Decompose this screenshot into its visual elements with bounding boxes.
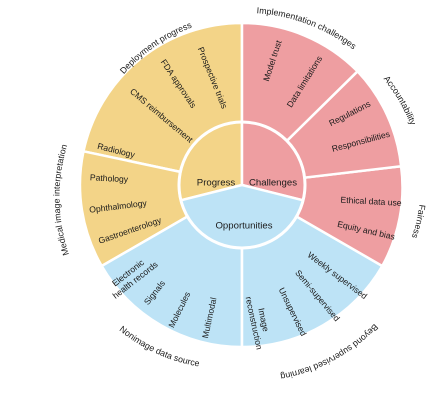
label-pathology: Pathology bbox=[90, 172, 129, 184]
outer-label-medical-image-interpretation: Medical image interpretation bbox=[51, 143, 70, 257]
core-label-progress: Progress bbox=[197, 178, 236, 189]
core-label-challenges: Challenges bbox=[249, 178, 297, 189]
core-label-opportunities: Opportunities bbox=[215, 221, 272, 232]
label-ethical-data-use: Ethical data use bbox=[340, 195, 402, 208]
label-image-reconstruction-line1: Image bbox=[256, 307, 271, 333]
outer-label-fairness: Fairness bbox=[410, 204, 428, 240]
core-ring bbox=[177, 120, 307, 250]
